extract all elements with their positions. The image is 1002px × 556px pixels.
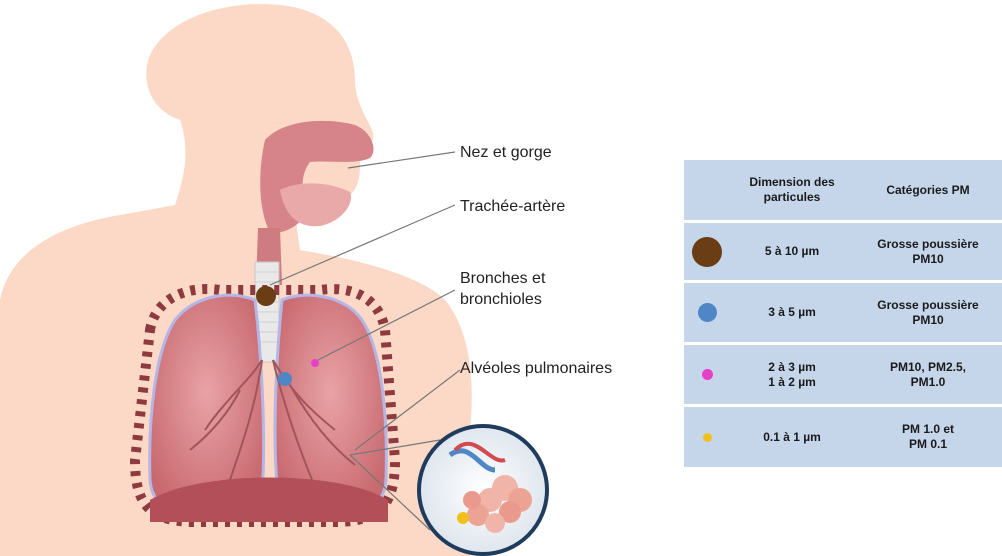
row-cat-line2: PM10 <box>854 313 1002 328</box>
particle-dot-icon <box>702 369 713 380</box>
row-size-line1: 2 à 3 µm <box>730 360 854 375</box>
label-bronchi-line2: bronchioles <box>460 289 545 310</box>
label-bronchi-line1: Bronches et <box>460 268 545 289</box>
table-header-row: Dimension des particules Catégories PM <box>684 160 1002 220</box>
particle-dot-brown <box>256 286 276 306</box>
alveoli-zoom-circle <box>419 426 547 554</box>
particle-dot-icon <box>692 237 722 267</box>
row-cat-line1: PM10, PM2.5, <box>854 360 1002 375</box>
row-category: PM10, PM2.5, PM1.0 <box>854 360 1002 390</box>
row-cat-line2: PM 0.1 <box>854 437 1002 452</box>
row-size: 5 à 10 µm <box>730 244 854 259</box>
row-size: 2 à 3 µm 1 à 2 µm <box>730 360 854 390</box>
row-cat-line1: Grosse poussière <box>854 237 1002 252</box>
row-size-line1: 5 à 10 µm <box>730 244 854 259</box>
particle-dot-icon <box>703 433 712 442</box>
row-dot-cell <box>684 369 730 380</box>
header-size-cell: Dimension des particules <box>730 175 854 205</box>
particle-dot-icon <box>698 303 717 322</box>
row-cat-line2: PM1.0 <box>854 375 1002 390</box>
row-category: Grosse poussière PM10 <box>854 298 1002 328</box>
row-cat-line1: Grosse poussière <box>854 298 1002 313</box>
row-category: PM 1.0 et PM 0.1 <box>854 422 1002 452</box>
table-row: 5 à 10 µm Grosse poussière PM10 <box>684 223 1002 280</box>
row-dot-cell <box>684 303 730 322</box>
row-size: 3 à 5 µm <box>730 305 854 320</box>
label-nose-throat: Nez et gorge <box>460 142 552 163</box>
table-row: 0.1 à 1 µm PM 1.0 et PM 0.1 <box>684 407 1002 467</box>
row-category: Grosse poussière PM10 <box>854 237 1002 267</box>
pm-table: Dimension des particules Catégories PM 5… <box>684 160 1002 470</box>
header-size-line1: Dimension des <box>730 175 854 190</box>
label-alveoli: Alvéoles pulmonaires <box>460 358 612 379</box>
row-cat-line2: PM10 <box>854 252 1002 267</box>
row-size-line1: 0.1 à 1 µm <box>730 430 854 445</box>
header-size-line2: particules <box>730 190 854 205</box>
particle-dot-blue <box>278 372 292 386</box>
row-size-line2: 1 à 2 µm <box>730 375 854 390</box>
table-row: 3 à 5 µm Grosse poussière PM10 <box>684 283 1002 342</box>
header-category: Catégories PM <box>854 183 1002 198</box>
row-dot-cell <box>684 237 730 267</box>
row-dot-cell <box>684 433 730 442</box>
row-size-line1: 3 à 5 µm <box>730 305 854 320</box>
table-row: 2 à 3 µm 1 à 2 µm PM10, PM2.5, PM1.0 <box>684 345 1002 404</box>
row-cat-line1: PM 1.0 et <box>854 422 1002 437</box>
label-trachea: Trachée-artère <box>460 196 565 217</box>
particle-dot-pink <box>311 359 319 367</box>
label-bronchi: Bronches et bronchioles <box>460 268 545 310</box>
row-size: 0.1 à 1 µm <box>730 430 854 445</box>
